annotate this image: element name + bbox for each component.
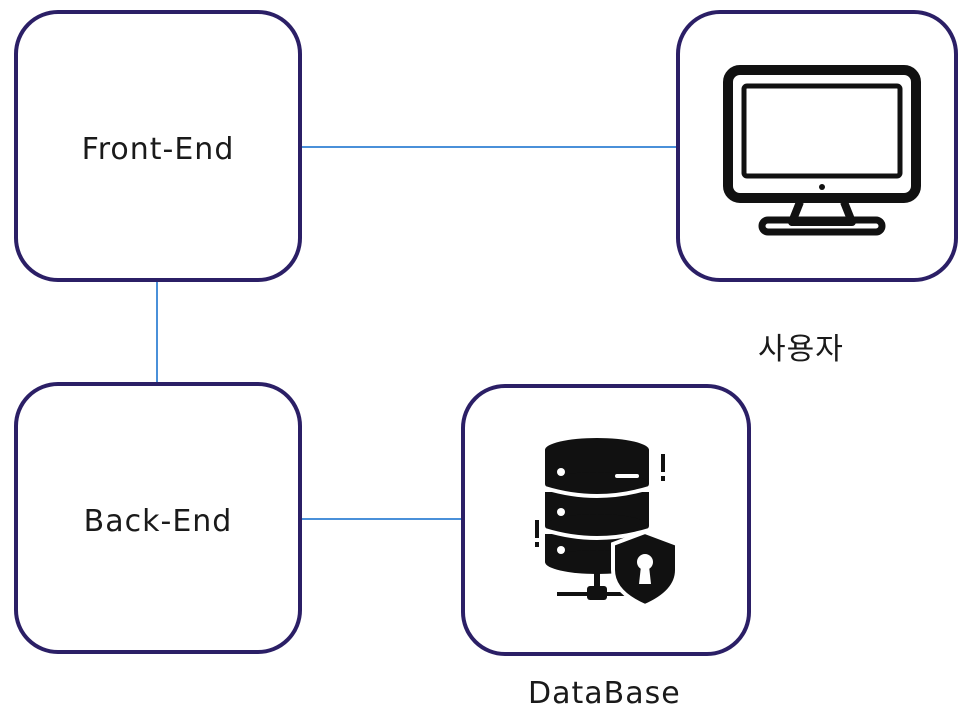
frontend-node: Front-End bbox=[14, 10, 302, 282]
monitor-icon bbox=[723, 65, 921, 236]
connector-frontend-user bbox=[300, 146, 680, 148]
database-server-lock-icon bbox=[535, 438, 679, 608]
connector-frontend-backend bbox=[156, 281, 158, 383]
frontend-label: Front-End bbox=[81, 132, 235, 167]
database-caption: DataBase bbox=[528, 676, 681, 711]
user-caption: 사용자 bbox=[758, 332, 844, 367]
backend-label: Back-End bbox=[83, 504, 233, 539]
database-node bbox=[461, 384, 751, 656]
user-node bbox=[676, 10, 958, 282]
connector-backend-database bbox=[300, 518, 463, 520]
backend-node: Back-End bbox=[14, 382, 302, 654]
